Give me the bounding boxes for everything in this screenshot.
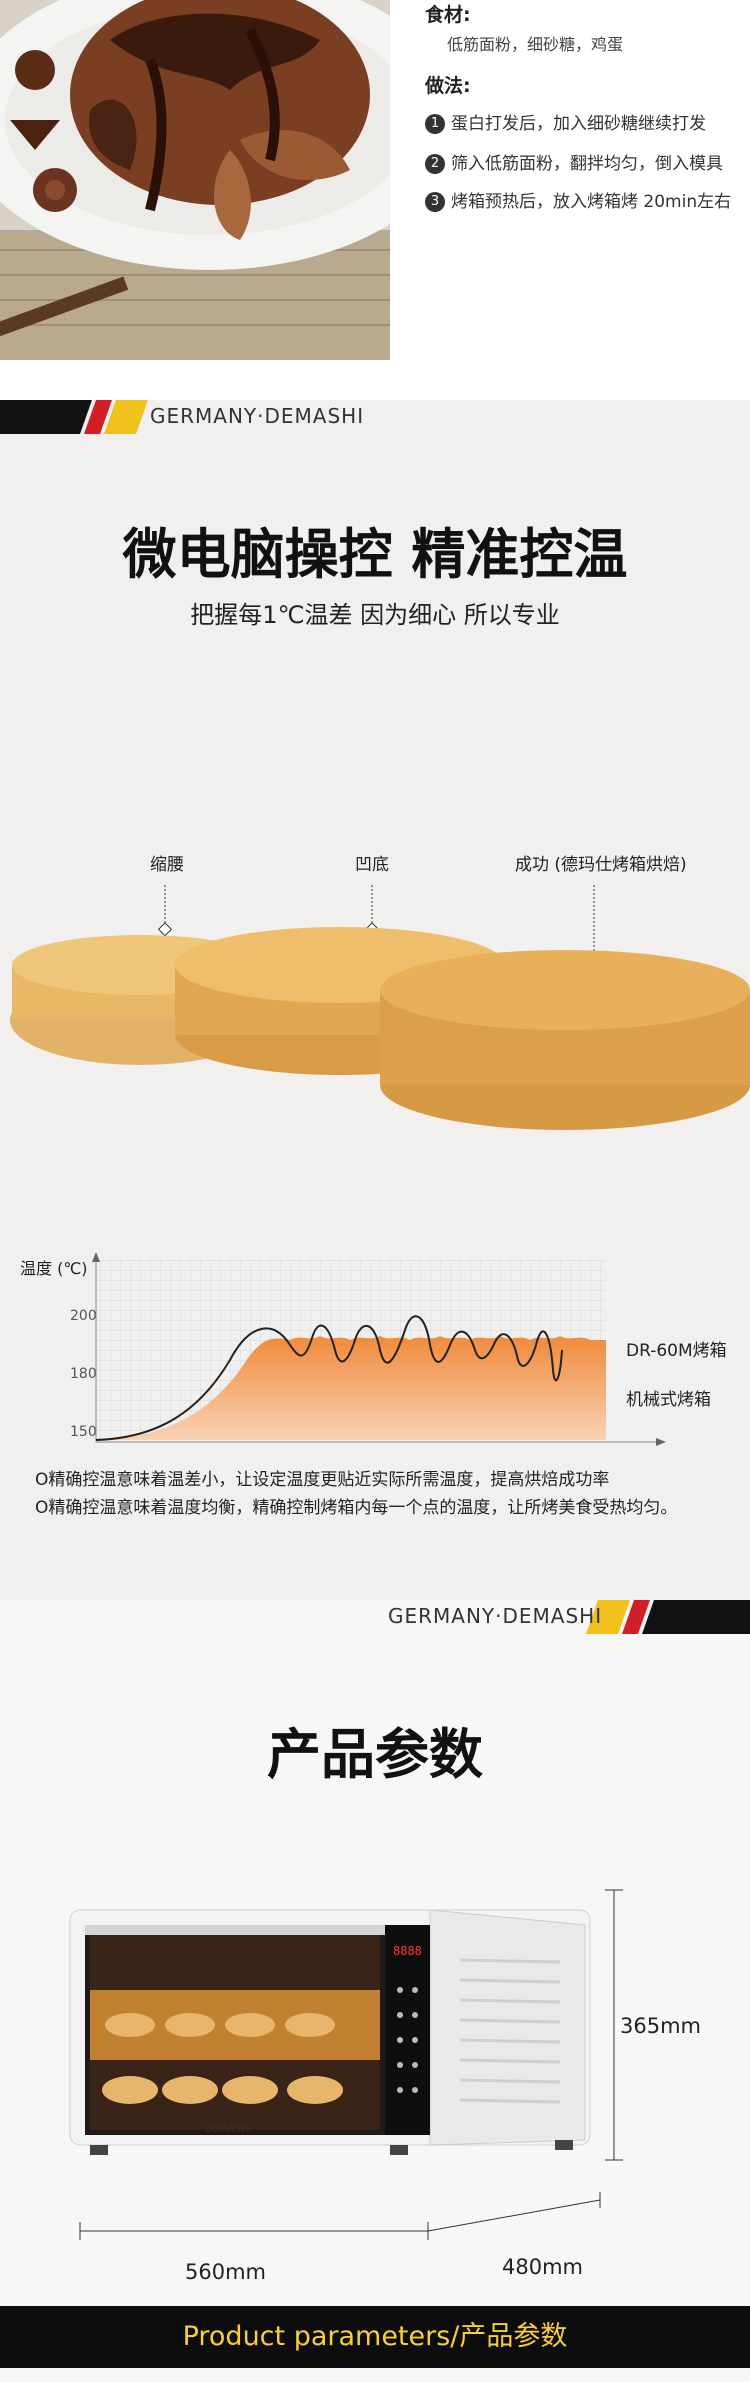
section-title: 微电脑操控 精准控温 (122, 523, 628, 586)
brand-name: GERMANY·DEMASHI (150, 404, 365, 428)
note-line: O精确控温意味着温度均衡，精确控制烤箱内每一个点的温度，让所烤美食受热均匀。 (35, 1498, 678, 1518)
cake-label-shrink: 缩腰 (150, 855, 184, 875)
note-line: O精确控温意味着温差小，让设定温度更贴近实际所需温度，提高烘焙成功率 (35, 1470, 610, 1490)
step-text: 筛入低筋面粉，翻拌均匀，倒入模具 (451, 154, 723, 174)
oven-brand-label: DEMASHI (205, 2124, 251, 2135)
step-number: 2 (425, 154, 445, 174)
recipe-text: 食材: 低筋面粉，细砂糖，鸡蛋 做法: 1 蛋白打发后，加入细砂糖继续打发 2 … (425, 0, 735, 214)
params-title: 产品参数 (267, 1723, 483, 1786)
dimension-height: 365mm (620, 2014, 701, 2038)
control-section: GERMANY·DEMASHI 微电脑操控 精准控温 把握每1℃温差 因为细心 … (0, 400, 750, 1600)
temperature-chart (92, 1252, 666, 1446)
recipe-section: 食材: 低筋面粉，细砂糖，鸡蛋 做法: 1 蛋白打发后，加入细砂糖继续打发 2 … (0, 0, 750, 400)
recipe-step: 3 烤箱预热后，放入烤箱烤 20min左右 (425, 190, 735, 214)
cake-comparison-image (10, 885, 750, 1130)
oven-image: 8888 DEMASHI (69, 1909, 591, 2155)
series-dr60m-area (96, 1336, 606, 1440)
params-banner: Product parameters/产品参数 (0, 2306, 750, 2368)
step-text: 烤箱预热后，放入烤箱烤 20min左右 (451, 192, 732, 212)
y-tick: 180 (70, 1366, 97, 1382)
cake-label-success: 成功 (德玛仕烤箱烘焙) (515, 855, 687, 875)
step-number: 1 (425, 114, 445, 134)
legend-dr60m: DR-60M烤箱 (626, 1341, 727, 1361)
series-mechanical-line (95, 1315, 563, 1441)
chart-y-label: 温度 (℃) (20, 1259, 88, 1278)
y-tick: 150 (70, 1424, 97, 1440)
oven-display: 8888 (393, 1944, 422, 1958)
legend-mechanical: 机械式烤箱 (626, 1390, 711, 1410)
step-text: 蛋白打发后，加入细砂糖继续打发 (451, 114, 706, 134)
section-subtitle: 把握每1℃温差 因为细心 所以专业 (190, 601, 560, 629)
dimension-width: 560mm (185, 2260, 266, 2284)
y-tick: 200 (70, 1308, 97, 1324)
recipe-step: 1 蛋白打发后，加入细砂糖继续打发 (425, 112, 735, 136)
ingredients-list: 低筋面粉，细砂糖，鸡蛋 (447, 35, 624, 54)
dimension-lines (79, 1889, 623, 2240)
brand-flag-bar (586, 1600, 750, 1634)
cake-label-sunken: 凹底 (355, 855, 389, 875)
params-banner-text: Product parameters/产品参数 (182, 2321, 568, 2352)
recipe-step: 2 筛入低筋面粉，翻拌均匀，倒入模具 (425, 152, 735, 176)
params-section: GERMANY·DEMASHI 产品参数 8888 (0, 1600, 750, 2382)
method-heading: 做法: (425, 75, 471, 97)
chocolate-cake-photo (0, 0, 390, 360)
ingredients-heading: 食材: (425, 4, 471, 26)
dimension-depth: 480mm (502, 2255, 583, 2279)
step-number: 3 (425, 192, 445, 212)
brand-flag-bar (0, 400, 148, 434)
brand-name: GERMANY·DEMASHI (388, 1604, 603, 1628)
